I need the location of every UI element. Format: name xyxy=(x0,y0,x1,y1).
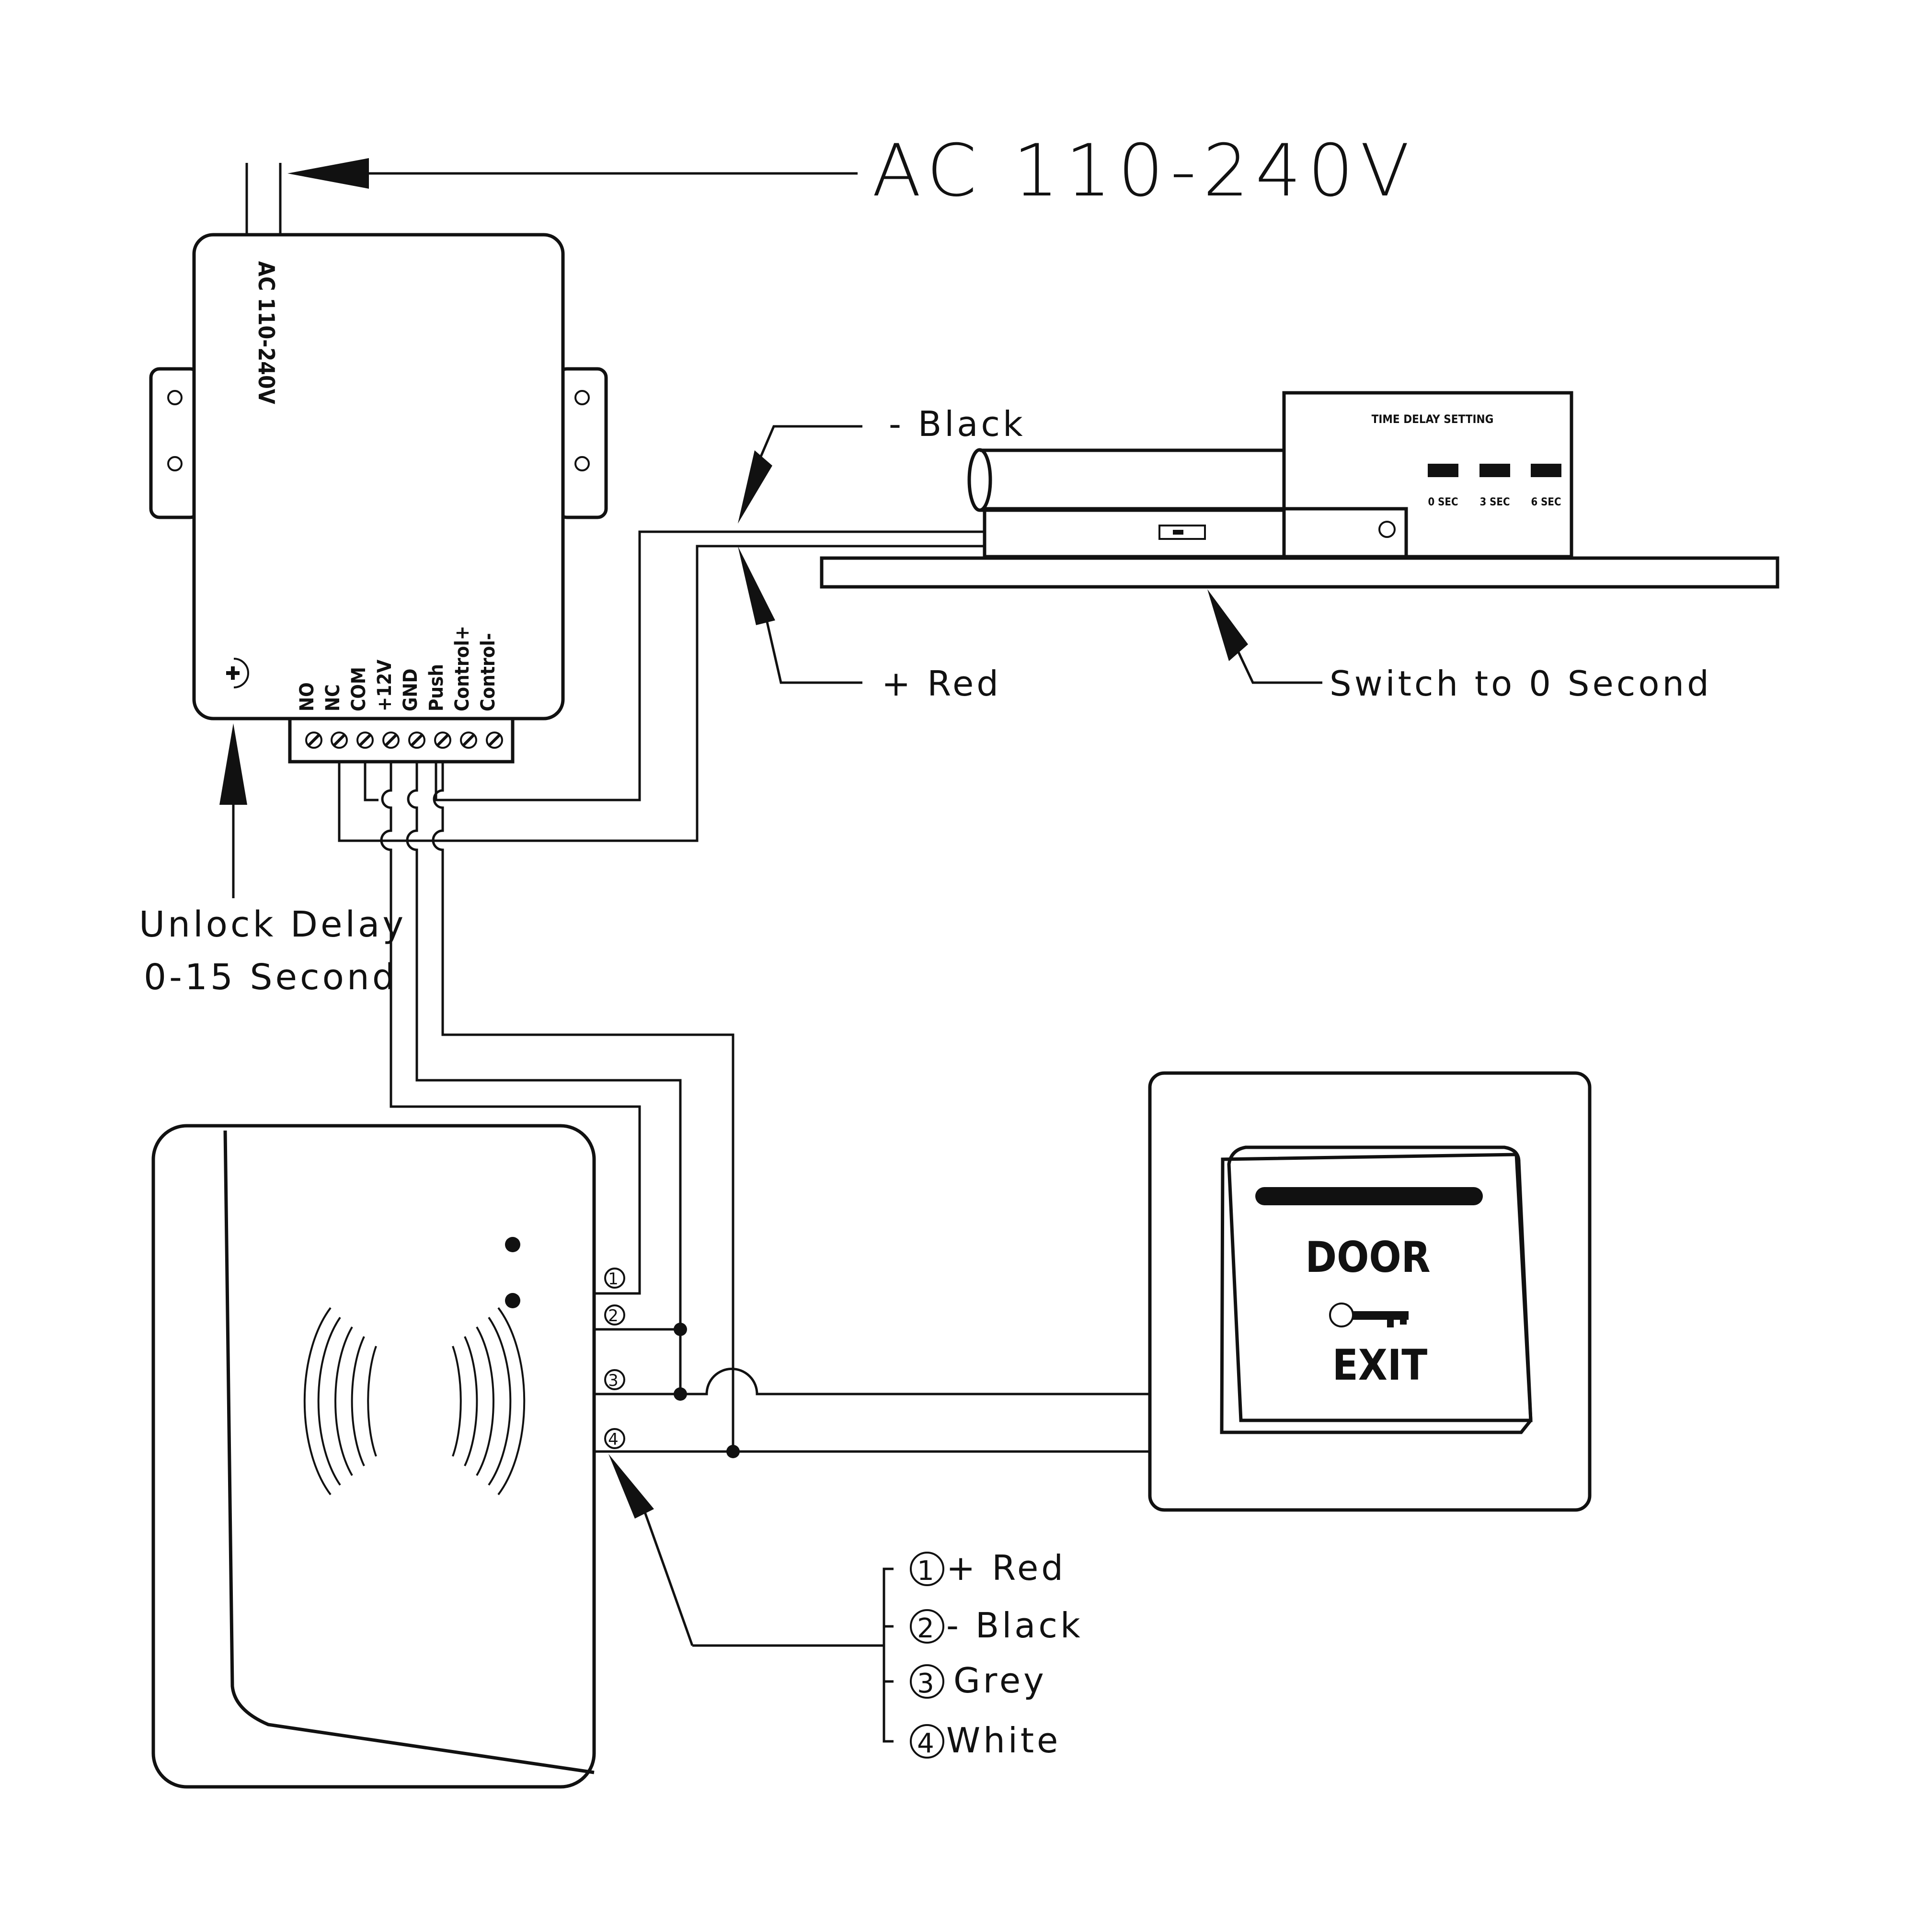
power-label: AC 110-240V xyxy=(872,129,1416,213)
legend-text: - Black xyxy=(946,1605,1083,1646)
controller-body xyxy=(192,233,565,720)
switch-arrow-icon xyxy=(1207,589,1248,661)
reader-led-icon xyxy=(505,1293,520,1308)
terminal-label-control-minus: Control- xyxy=(477,633,499,711)
red-wire-label: + Red xyxy=(882,663,1001,704)
legend-text: Grey xyxy=(953,1660,1047,1701)
controller-unit: AC 110-240V NO NC COM +12V GND Push Cont… xyxy=(149,233,608,764)
delay-option-6: 6 SEC xyxy=(1531,496,1561,508)
delay-knob-icon xyxy=(226,658,249,688)
exit-button: DOOR EXIT xyxy=(1148,1071,1592,1512)
legend-item: 4 White xyxy=(910,1720,1061,1761)
controller-side-label: AC 110-240V xyxy=(253,261,279,404)
lock-indicator xyxy=(1158,525,1206,540)
lock-wire-callouts: - Black + Red Switch to 0 Second xyxy=(738,404,1712,704)
dip-switch-0 xyxy=(1428,464,1458,477)
mounting-plate xyxy=(820,556,1779,589)
pin-number-4: 4 xyxy=(608,1430,621,1449)
legend-item: 2 - Black xyxy=(910,1605,1083,1646)
legend-num: 3 xyxy=(917,1668,937,1699)
delay-setting-title: TIME DELAY SETTING xyxy=(1372,412,1494,426)
terminal-labels: NO NC COM +12V GND Push Control+ Control… xyxy=(296,626,499,711)
terminal-label-gnd: GND xyxy=(400,668,422,711)
power-input: AC 110-240V xyxy=(245,129,1416,235)
lock-bolt xyxy=(980,448,1284,512)
legend-text: White xyxy=(946,1720,1061,1761)
junction-dot xyxy=(674,1387,687,1401)
black-wire-arrow-icon xyxy=(738,450,772,524)
dip-switch-3 xyxy=(1479,464,1510,477)
wire-legend: 1 + Red 2 - Black 3 Grey 4 White xyxy=(608,1454,1083,1761)
unlock-delay-line2: 0-15 Second xyxy=(144,957,398,998)
terminal-label-push: Push xyxy=(425,664,447,711)
terminal-label-com: COM xyxy=(348,667,370,711)
legend-num: 2 xyxy=(917,1613,937,1644)
exit-button-plate xyxy=(1148,1071,1592,1512)
pin-number-1: 1 xyxy=(608,1269,621,1289)
card-reader: 1 2 3 4 xyxy=(151,1124,625,1789)
switch-setting-label: Switch to 0 Second xyxy=(1330,663,1712,704)
rfid-wave-right-icon xyxy=(452,1307,526,1496)
unlock-delay-arrow-icon xyxy=(219,723,247,805)
rfid-wave-left-icon xyxy=(303,1307,377,1496)
delay-option-3: 3 SEC xyxy=(1480,496,1510,508)
legend-arrow-icon xyxy=(608,1454,654,1519)
reader-led-icon xyxy=(505,1237,520,1252)
exit-button-line1: DOOR xyxy=(1305,1233,1430,1282)
legend-item: 3 Grey xyxy=(910,1660,1047,1701)
delay-option-0: 0 SEC xyxy=(1428,496,1458,508)
junction-dot xyxy=(674,1323,687,1336)
terminal-label-12v: +12V xyxy=(374,660,396,711)
legend-num: 4 xyxy=(917,1728,937,1759)
reader-inner-edge xyxy=(223,1130,595,1774)
reader-body xyxy=(151,1124,596,1789)
dip-switch-6 xyxy=(1531,464,1561,477)
terminal-label-control-plus: Control+ xyxy=(451,626,473,711)
controller-wiring xyxy=(338,530,1150,1458)
pin-number-2: 2 xyxy=(608,1306,621,1326)
terminal-label-no: NO xyxy=(296,682,318,711)
junction-dot xyxy=(726,1445,740,1458)
unlock-delay-line1: Unlock Delay xyxy=(139,904,406,945)
terminal-block xyxy=(288,717,515,764)
terminal-screws xyxy=(305,732,503,749)
reader-pins: 1 2 3 4 xyxy=(604,1268,625,1449)
red-wire-arrow-icon xyxy=(738,546,775,625)
exit-button-line2: EXIT xyxy=(1332,1340,1428,1390)
legend-item: 1 + Red xyxy=(910,1548,1066,1588)
power-arrow-icon xyxy=(287,158,369,189)
exit-button-cover xyxy=(1220,1153,1533,1434)
terminal-label-nc: NC xyxy=(322,684,344,711)
lock-body xyxy=(983,507,1408,559)
black-wire-label: - Black xyxy=(889,404,1026,444)
legend-num: 1 xyxy=(917,1555,937,1587)
key-icon xyxy=(1329,1303,1409,1327)
exit-button-bar xyxy=(1255,1187,1483,1205)
pin-number-3: 3 xyxy=(608,1371,621,1390)
unlock-delay-callout: Unlock Delay 0-15 Second xyxy=(139,723,406,998)
legend-text: + Red xyxy=(946,1548,1066,1588)
